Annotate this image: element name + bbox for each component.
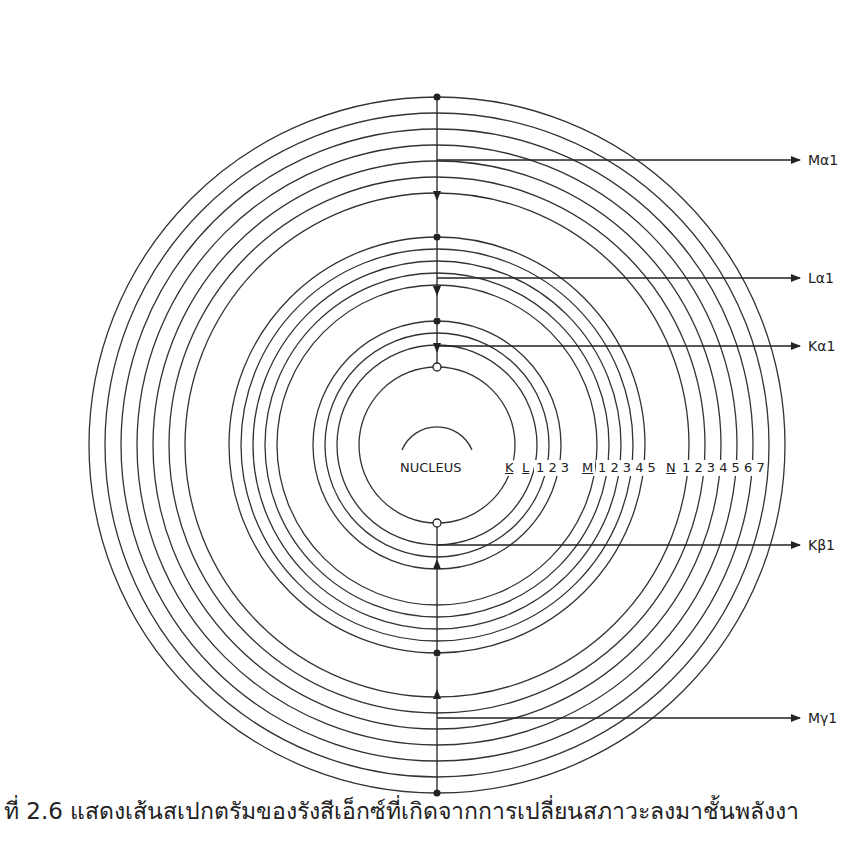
shell-letter: K [503, 460, 516, 476]
subshell-numbers: 1 2 3 [534, 460, 571, 476]
figure-caption: ที่ 2.6 แสดงเส้นสเปกตรัมของรังสีเอ็กซ์ที… [4, 796, 799, 826]
shell-letter: L [520, 460, 531, 476]
line-label: Kα1 [806, 338, 837, 354]
subshell-numbers: 1 2 3 4 5 6 7 [680, 460, 767, 476]
line-label: Mα1 [806, 152, 840, 168]
shell-letter: M [580, 460, 595, 476]
line-label: Lα1 [806, 270, 836, 286]
line-label: Kβ1 [806, 537, 837, 553]
subshell-numbers: 1 2 3 4 5 [596, 460, 658, 476]
shell-letter: N [664, 460, 678, 476]
nucleus-label: NUCLEUS [398, 460, 464, 476]
line-label: Mγ1 [806, 710, 839, 726]
